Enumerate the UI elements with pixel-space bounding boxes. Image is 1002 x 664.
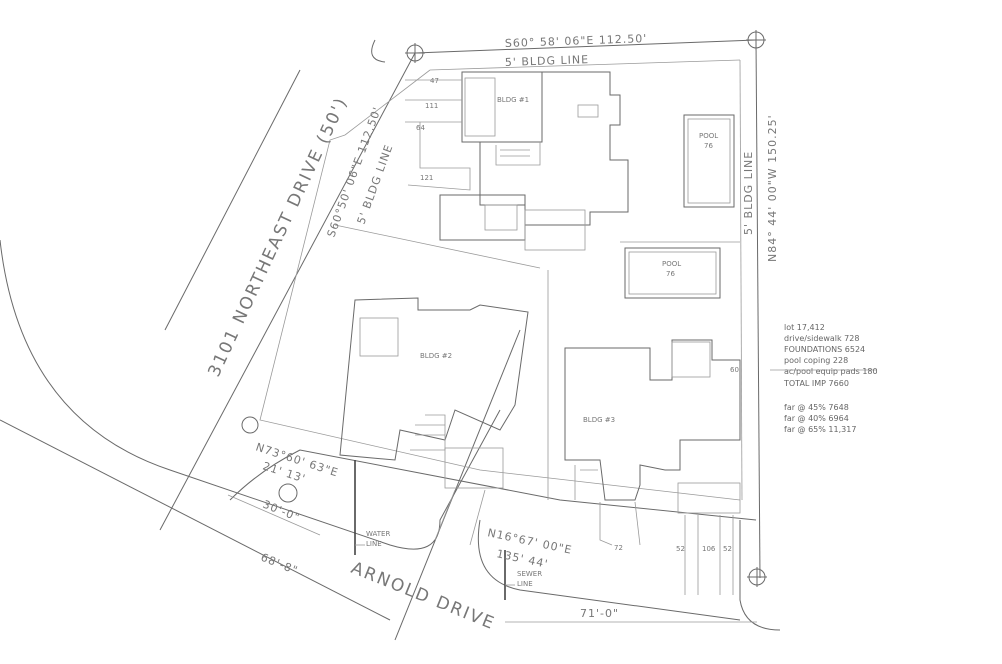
area-52a: 52 (676, 545, 685, 553)
area-60: 60 (730, 366, 739, 374)
dimension-71: 71'-0" (580, 607, 619, 620)
area-64: 64 (416, 124, 425, 132)
building-3-label: BLDG #3 (583, 416, 615, 424)
area-72: 72 (614, 544, 623, 552)
table-row: drive/sidewalk 728 (784, 334, 859, 343)
sewer-line-label-2: LINE (517, 580, 533, 588)
impervious-table: lot 17,412 drive/sidewalk 728 FOUNDATION… (783, 323, 878, 434)
water-line-label-2: LINE (366, 540, 382, 548)
survey-monuments (241, 30, 767, 587)
water-line-label-1: WATER (366, 530, 390, 538)
setback-lines (259, 59, 743, 501)
pool-2-label: POOL (662, 260, 681, 268)
setback-east: 5' BLDG LINE (742, 151, 755, 235)
building-3 (564, 339, 741, 595)
far-row: far @ 45% 7648 (784, 403, 849, 412)
setback-north: 5' BLDG LINE (505, 53, 590, 69)
area-111: 111 (425, 102, 438, 110)
area-52b: 52 (723, 545, 732, 553)
lot-area: lot 17,412 (784, 323, 825, 332)
dimension-30: 30'-0" (261, 498, 302, 525)
pool-1-label: POOL (699, 132, 718, 140)
sewer-line-label-1: SEWER (517, 570, 542, 578)
bearing-east: N84° 44' 00"W 150.25' (766, 114, 779, 262)
pool-2-area: 76 (666, 270, 675, 278)
bearing-north: S60° 58' 06"E 112.50' (505, 32, 648, 50)
area-121: 121 (420, 174, 433, 182)
far-row: far @ 40% 6964 (784, 414, 849, 423)
property-lines (0, 39, 781, 641)
table-row: FOUNDATIONS 6524 (784, 345, 865, 354)
area-47: 47 (430, 77, 439, 85)
total-impervious: TOTAL IMP 7660 (783, 379, 849, 388)
utility-lines (227, 369, 877, 623)
far-row: far @ 65% 11,317 (784, 425, 856, 434)
bearing-south-length: 135' 44' (495, 547, 549, 571)
building-2-label: BLDG #2 (420, 352, 452, 360)
dimension-68: 68'-8" (259, 551, 300, 578)
table-row: ac/pool equip pads 180 (784, 367, 878, 376)
area-106: 106 (702, 545, 716, 553)
building-2 (339, 297, 529, 546)
pools (620, 114, 740, 299)
building-1-label: BLDG #1 (497, 96, 529, 104)
pool-1-area: 76 (704, 142, 713, 150)
building-1 (405, 71, 629, 251)
table-row: pool coping 228 (784, 356, 848, 365)
